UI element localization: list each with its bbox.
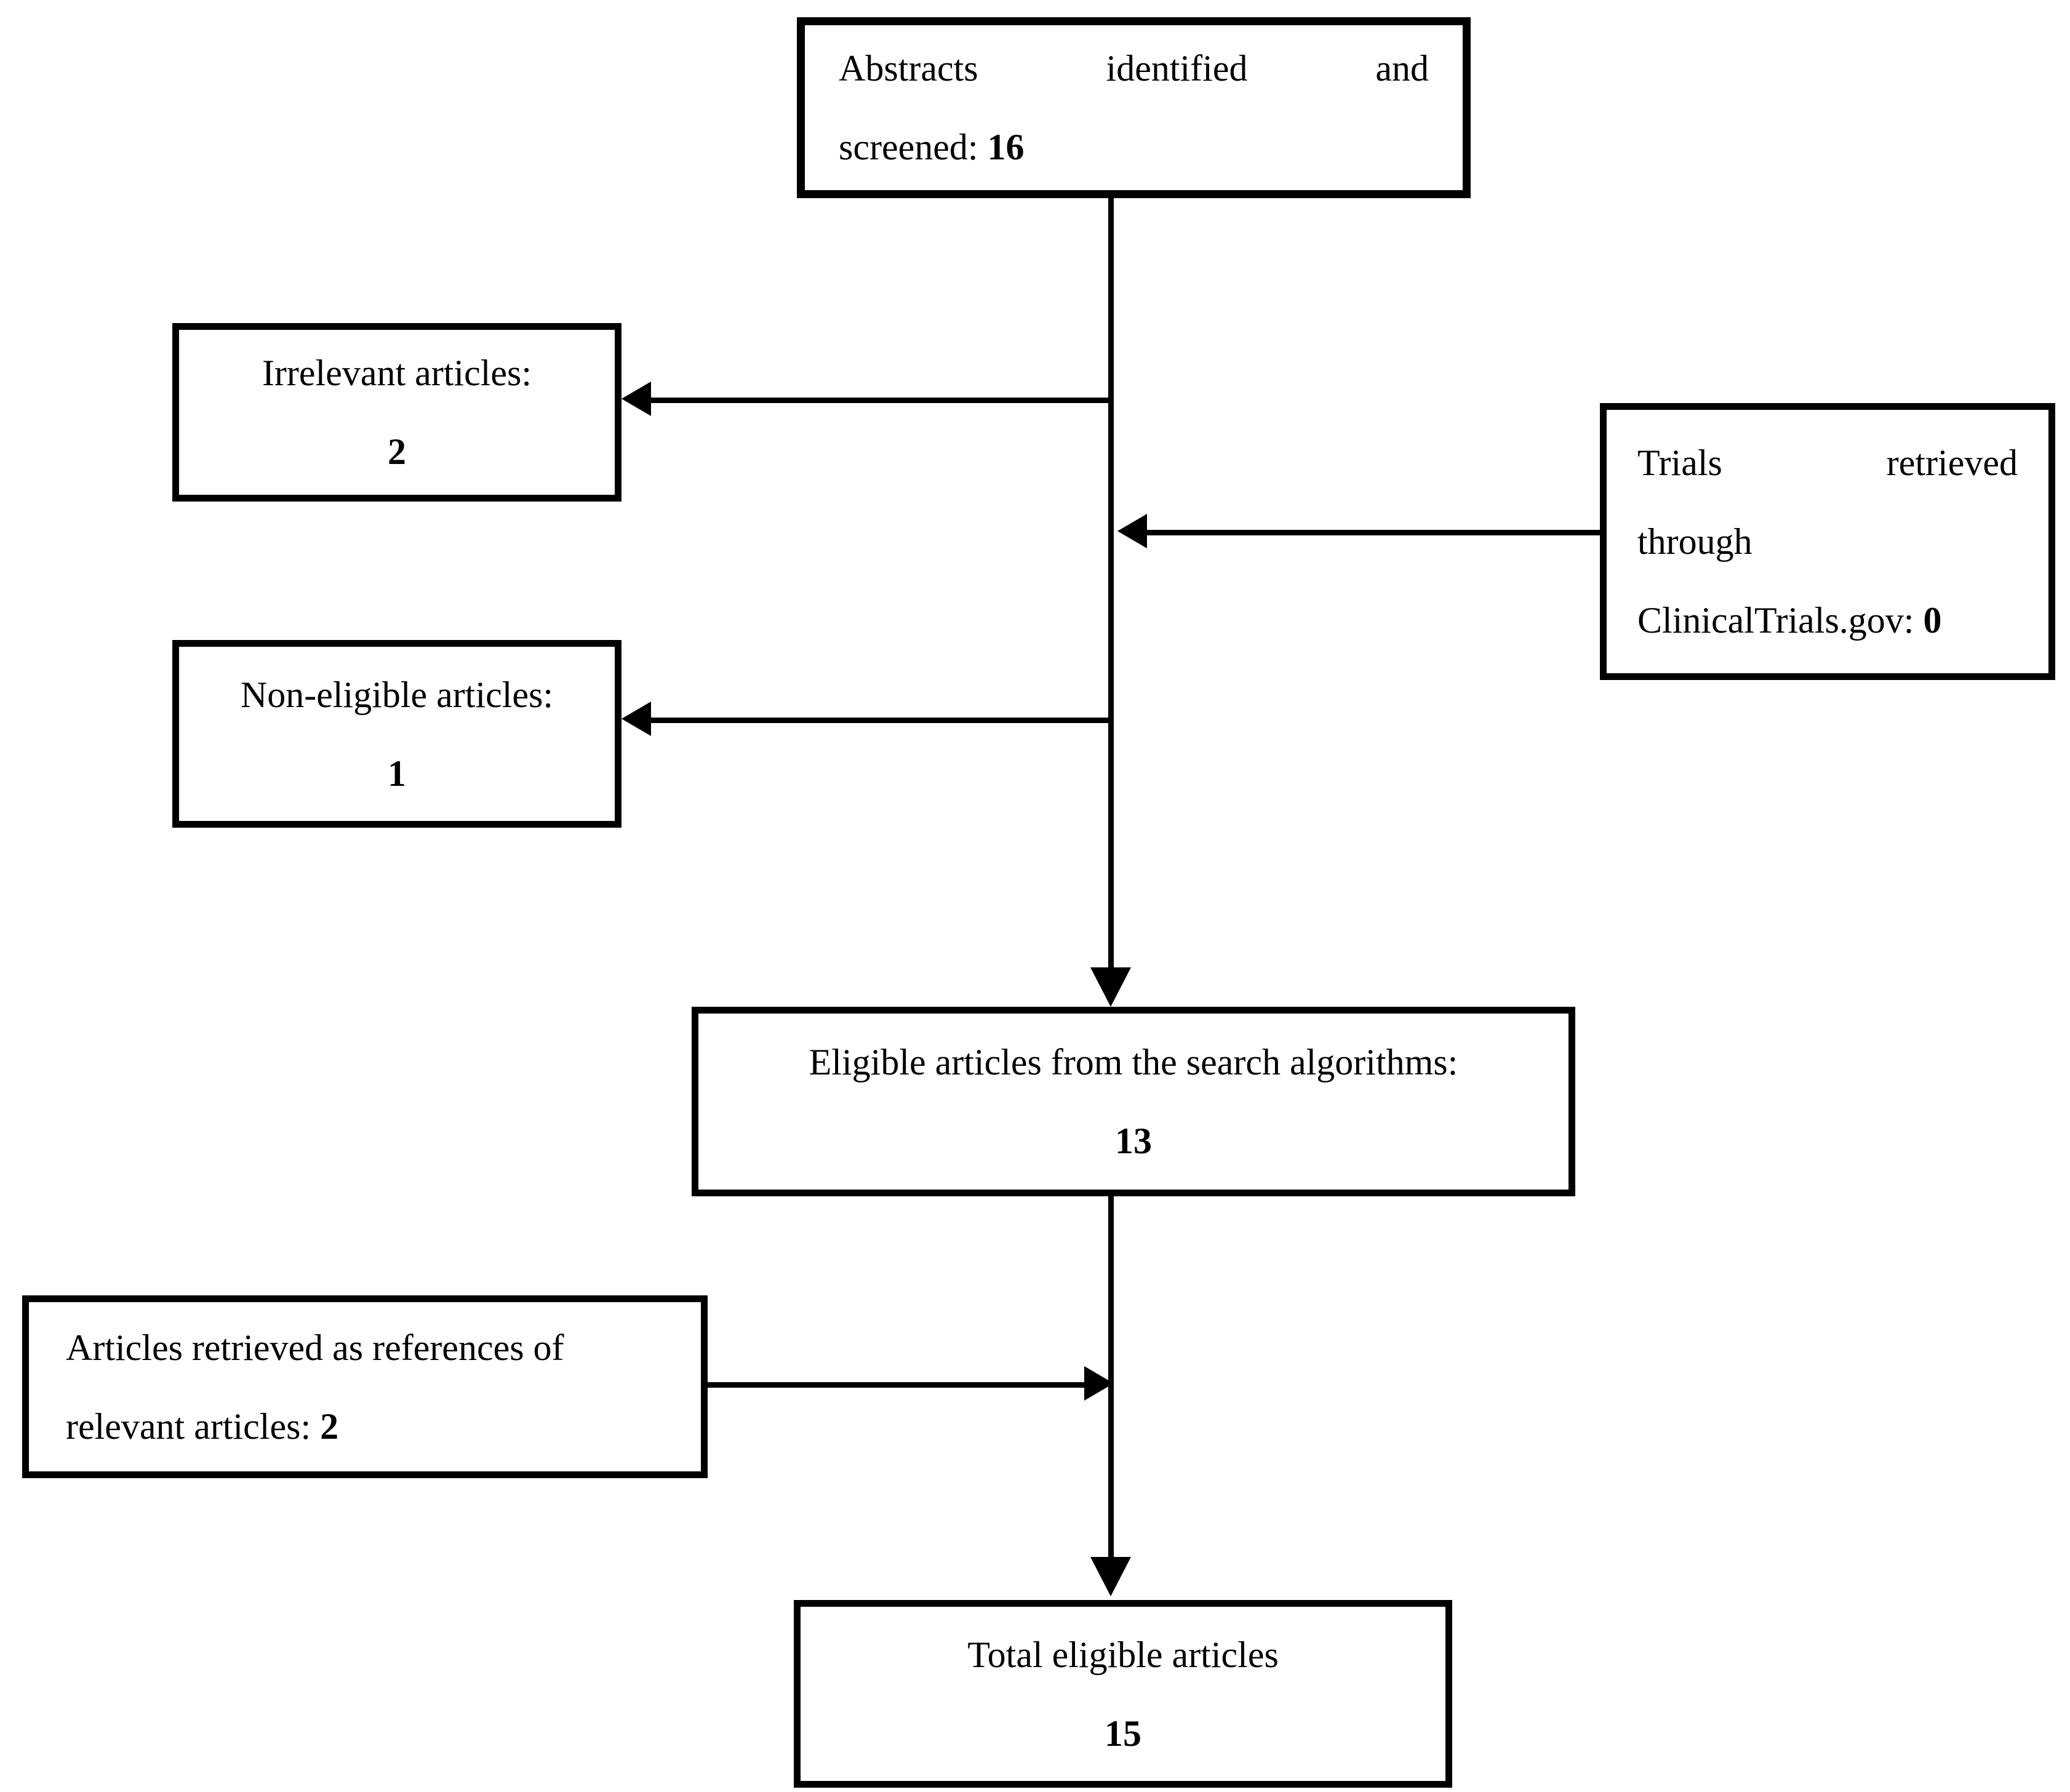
abstracts-line-1: Abstracts identified and (839, 48, 1429, 89)
arrowhead-left-from-clinicaltrials-icon (1117, 514, 1147, 548)
connector-to-non-eligible (650, 718, 1108, 723)
total-count: 15 (1105, 1713, 1141, 1754)
abstracts-screened-box: Abstracts identified and screened: 16 (797, 17, 1471, 198)
connector-from-references (708, 1382, 1084, 1388)
trials-line-1: Trials retrieved (1637, 442, 2018, 483)
reference-articles-box: Articles retrieved as references of rele… (22, 1295, 708, 1478)
irrelevant-count: 2 (388, 431, 406, 472)
arrowhead-left-to-non-eligible-icon (621, 702, 651, 736)
trials-line-3-text: ClinicalTrials.gov: (1637, 600, 1924, 641)
trials-count: 0 (1923, 600, 1942, 641)
references-line-2-text: relevant articles: (66, 1406, 321, 1447)
connector-from-clinicaltrials (1146, 530, 1600, 535)
arrowhead-down-to-total-icon (1090, 1557, 1131, 1596)
trials-line-3: ClinicalTrials.gov: 0 (1637, 581, 2018, 660)
abstracts-line-2-text: screened: (839, 127, 988, 167)
trials-line-2: through (1637, 521, 1752, 562)
non-eligible-articles-box: Non-eligible articles: 1 (172, 640, 621, 828)
clinicaltrials-box: Trials retrieved through ClinicalTrials.… (1600, 403, 2055, 680)
total-label: Total eligible articles (967, 1634, 1279, 1675)
eligible-articles-box: Eligible articles from the search algori… (692, 1007, 1575, 1196)
eligible-label: Eligible articles from the search algori… (809, 1042, 1458, 1082)
eligible-count: 13 (1115, 1121, 1152, 1161)
irrelevant-articles-box: Irrelevant articles: 2 (172, 323, 621, 502)
abstracts-line-2: screened: 16 (839, 108, 1429, 186)
abstracts-count: 16 (987, 127, 1025, 167)
arrowhead-down-to-eligible-icon (1090, 967, 1131, 1007)
non-eligible-label: Non-eligible articles: (240, 674, 554, 715)
references-count: 2 (320, 1406, 339, 1447)
irrelevant-label: Irrelevant articles: (262, 353, 532, 393)
references-line-1: Articles retrieved as references of (66, 1327, 564, 1368)
references-line-2: relevant articles: 2 (66, 1387, 664, 1466)
total-eligible-box: Total eligible articles 15 (794, 1600, 1452, 1788)
non-eligible-count: 1 (388, 753, 406, 794)
connector-to-irrelevant (650, 398, 1108, 403)
connector-main-vertical (1108, 198, 1114, 969)
arrowhead-left-to-irrelevant-icon (621, 382, 651, 416)
arrowhead-right-from-references-icon (1084, 1366, 1114, 1401)
